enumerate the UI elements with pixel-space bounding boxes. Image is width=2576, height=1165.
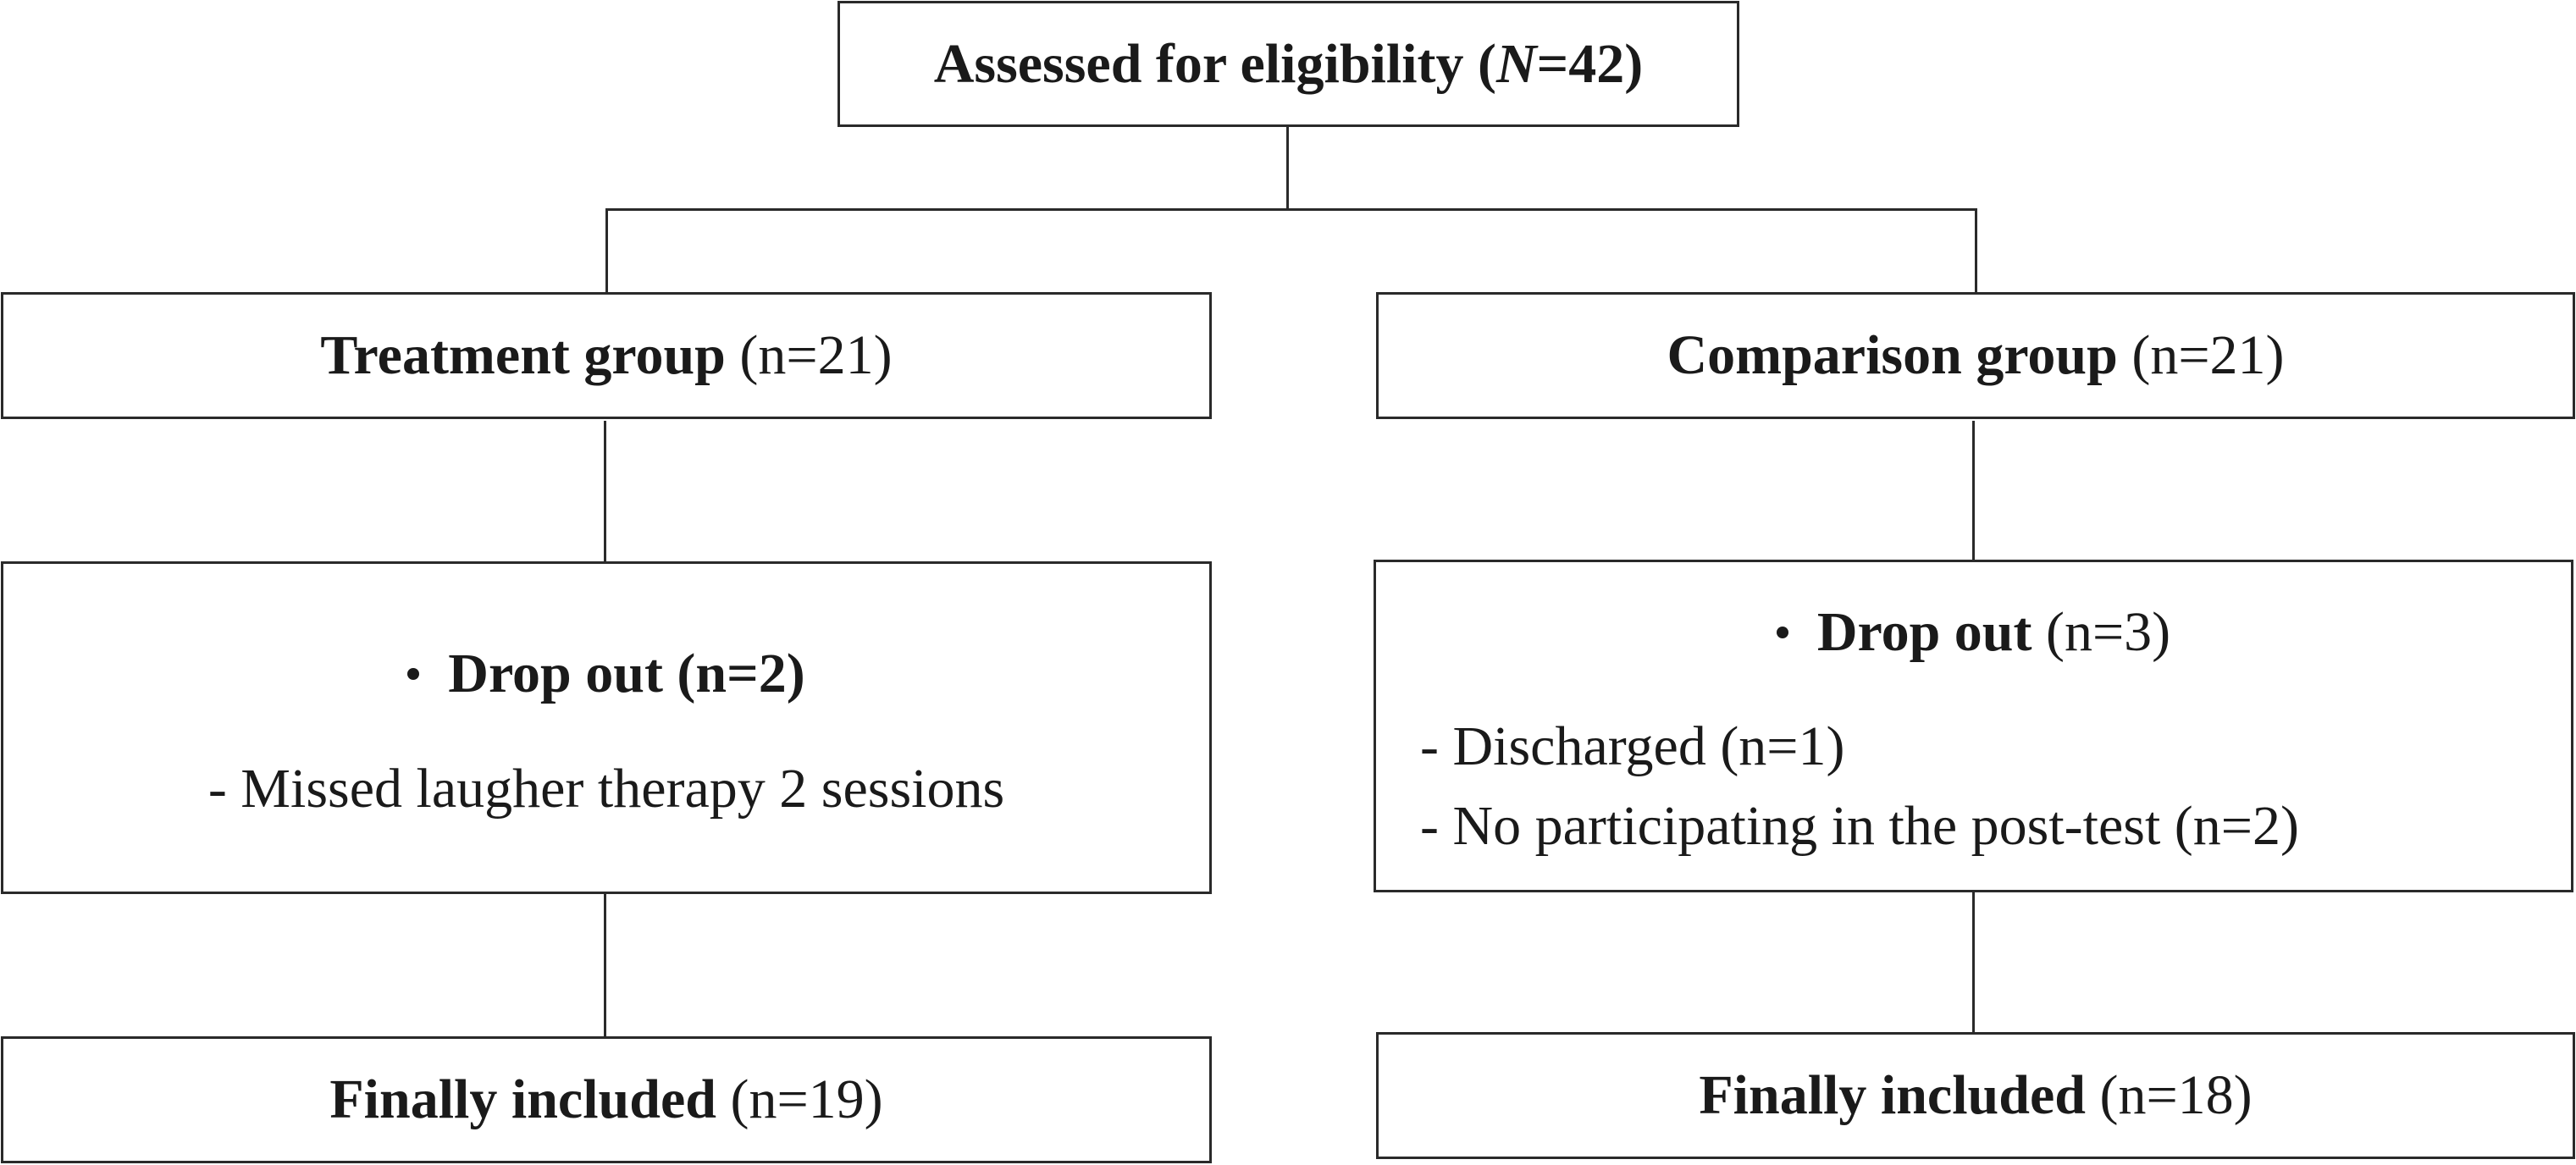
treatment-final-count: (n=19) [730, 1068, 883, 1130]
connector-to-comparison [1975, 208, 1977, 293]
treatment-dropout-heading: Drop out (n=2) [3, 642, 1209, 706]
treatment-final-label: Finally included [329, 1068, 716, 1130]
connector-comparison-to-dropout [1972, 421, 1975, 561]
treatment-final-box: Finally included (n=19) [1, 1036, 1212, 1163]
connector-to-treatment [605, 208, 608, 293]
comparison-dropout-heading: Drop out (n=3) [1376, 600, 2571, 665]
treatment-dropout-label: Drop out (n=2) [448, 643, 805, 704]
comparison-dropout-detail-2: - No participating in the post-test (n=2… [1420, 795, 2299, 857]
connector-branch-horizontal [605, 208, 1977, 211]
comparison-dropout-detail-1: - Discharged (n=1) [1420, 715, 1845, 777]
treatment-group-box: Treatment group (n=21) [1, 292, 1212, 419]
treatment-group-label: Treatment group [320, 324, 726, 386]
comparison-dropout-label: Drop out [1816, 601, 2032, 663]
comparison-final-count: (n=18) [2099, 1064, 2253, 1126]
treatment-group-count: (n=21) [739, 324, 893, 386]
comparison-final-label: Finally included [1699, 1064, 2086, 1126]
bullet-icon [407, 667, 420, 680]
comparison-final-box: Finally included (n=18) [1376, 1032, 2575, 1159]
connector-treatment-to-dropout [604, 421, 606, 563]
comparison-dropout-count: (n=3) [2045, 601, 2171, 663]
comparison-dropout-box: Drop out (n=3) - Discharged (n=1) - No p… [1374, 560, 2573, 892]
comparison-group-box: Comparison group (n=21) [1376, 292, 2575, 419]
connector-root-down [1286, 125, 1289, 210]
connector-treatment-dropout-to-final [604, 894, 606, 1038]
connector-comparison-dropout-to-final [1972, 892, 1975, 1034]
assessed-eligibility-box: Assessed for eligibility (N=42) [837, 1, 1739, 127]
bullet-icon [1776, 626, 1788, 638]
assessed-eligibility-label: Assessed for eligibility (N=42) [933, 32, 1644, 95]
treatment-dropout-box: Drop out (n=2) - Missed laugher therapy … [1, 561, 1212, 894]
treatment-dropout-detail: - Missed laugher therapy 2 sessions [207, 758, 1005, 820]
comparison-group-label: Comparison group [1667, 324, 2118, 386]
comparison-group-count: (n=21) [2131, 324, 2285, 386]
